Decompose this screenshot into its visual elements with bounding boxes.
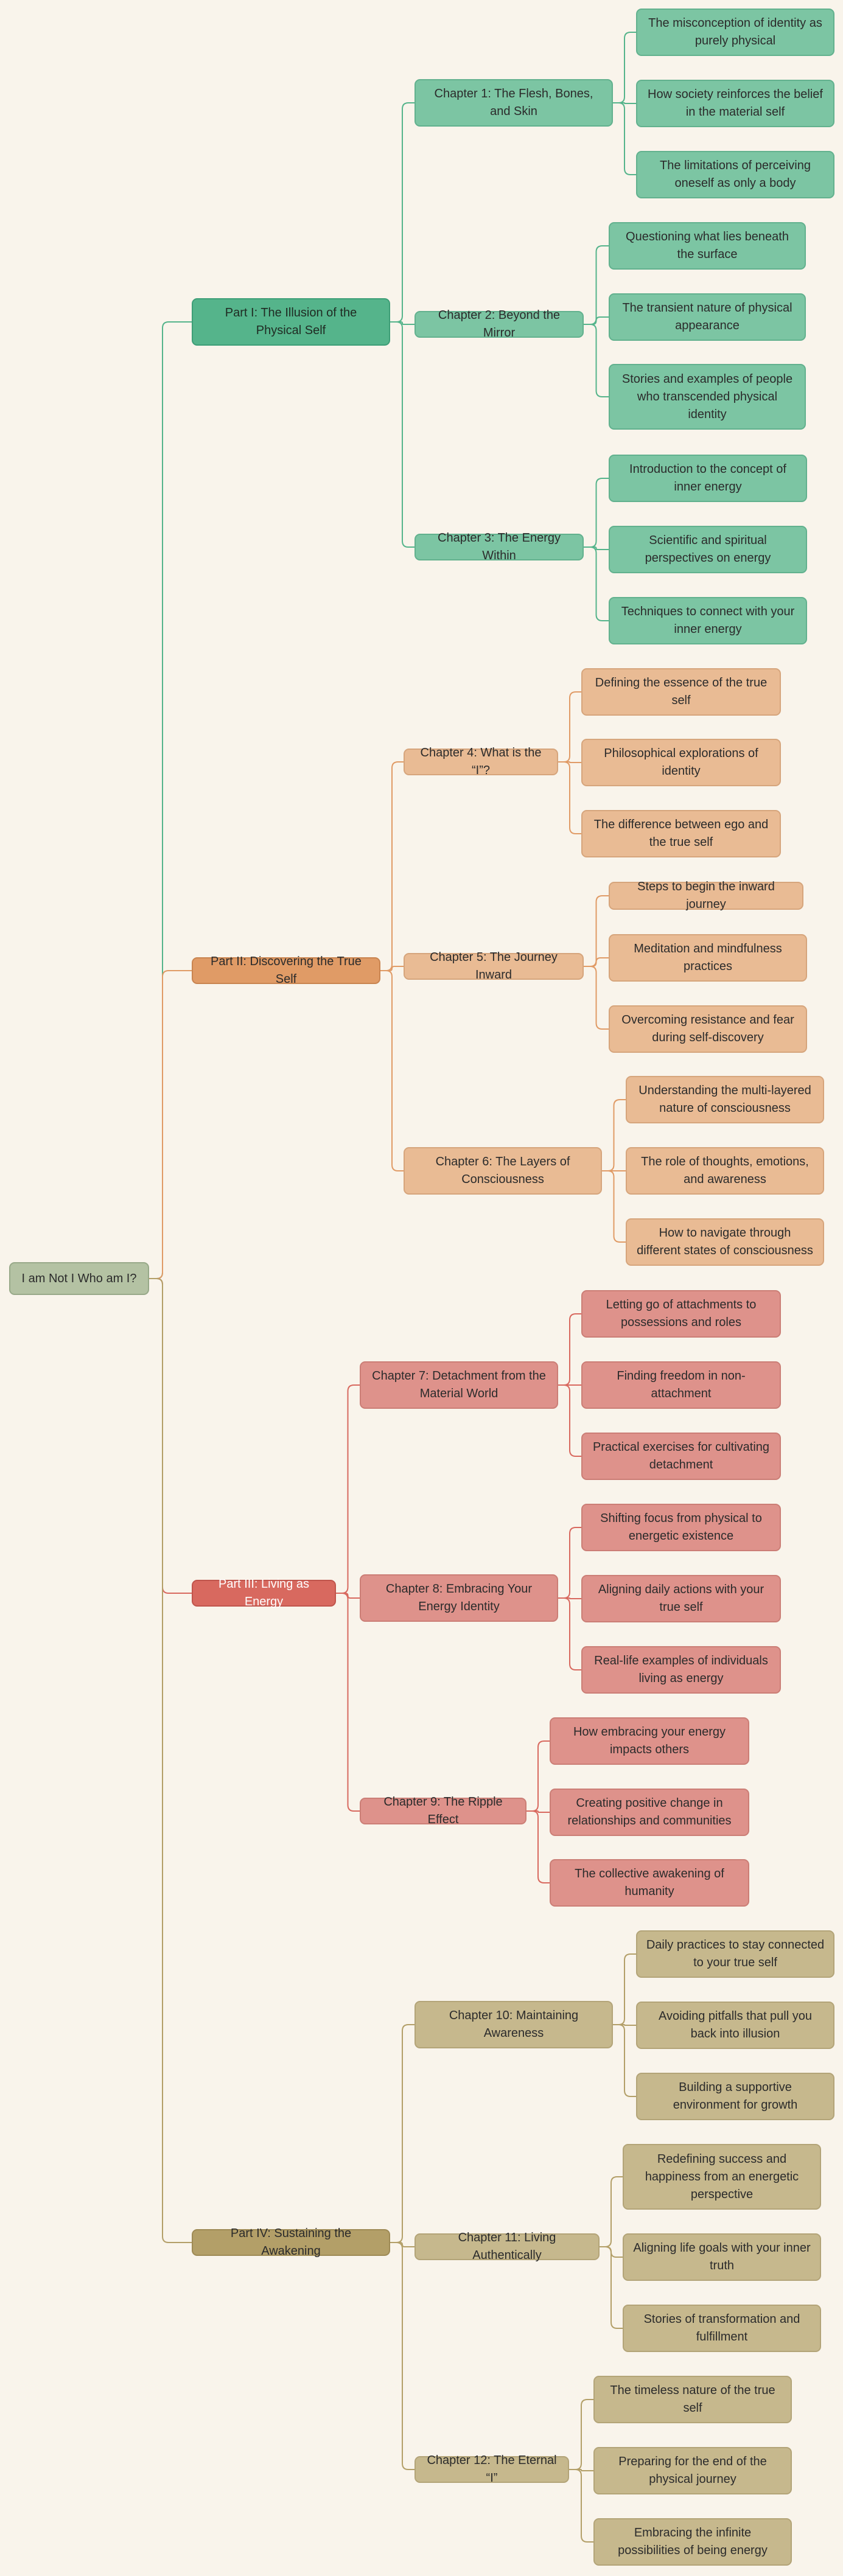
connector-topic-node-9-2 [526,1810,550,1813]
topic-node-10-3[interactable]: Building a supportive environment for gr… [636,2073,834,2120]
connector-topic-node-7-3 [558,1384,581,1457]
topic-node-4-2[interactable]: Philosophical explorations of identity [581,739,781,786]
chapter-node-8[interactable]: Chapter 8: Embracing Your Energy Identit… [360,1574,558,1622]
topic-node-7-2[interactable]: Finding freedom in non-attachment [581,1361,781,1409]
part-node-3[interactable]: Part III: Living as Energy [192,1577,336,1608]
connector-topic-node-3-3 [584,546,609,621]
connector-chapter-node-2 [390,321,415,325]
connector-topic-node-1-3 [613,102,636,175]
topic-node-4-1[interactable]: Defining the essence of the true self [581,668,781,716]
connector-chapter-node-8 [336,1593,360,1599]
topic-node-12-1[interactable]: The timeless nature of the true self [593,2376,792,2423]
connector-chapter-node-3 [390,321,415,548]
topic-node-8-2[interactable]: Aligning daily actions with your true se… [581,1575,781,1622]
connector-topic-node-5-3 [584,966,609,1030]
connector-topic-node-2-2 [584,316,609,325]
chapter-node-10[interactable]: Chapter 10: Maintaining Awareness [415,2001,613,2048]
chapter-node-5[interactable]: Chapter 5: The Journey Inward [404,951,584,982]
chapter-node-2[interactable]: Chapter 2: Beyond the Mirror [415,309,584,340]
connector-topic-node-12-3 [569,2469,593,2543]
topic-node-6-2[interactable]: The role of thoughts, emotions, and awar… [626,1147,824,1195]
topic-node-6-3[interactable]: How to navigate through different states… [626,1218,824,1266]
connector-topic-node-12-2 [569,2469,593,2471]
connector-topic-node-9-3 [526,1810,550,1883]
connector-chapter-node-12 [390,2242,415,2470]
connector-topic-node-8-2 [558,1597,581,1599]
topic-node-1-2[interactable]: How society reinforces the belief in the… [636,80,834,127]
topic-node-1-3[interactable]: The limitations of perceiving oneself as… [636,151,834,198]
connector-topic-node-8-3 [558,1597,581,1670]
connector-topic-node-4-3 [558,761,581,834]
chapter-node-12[interactable]: Chapter 12: The Eternal “I” [415,2454,569,2485]
connector-topic-node-4-2 [558,761,581,763]
connector-part-node-2 [149,970,192,1279]
part-node-4[interactable]: Part IV: Sustaining the Awakening [192,2227,390,2258]
part-node-2[interactable]: Part II: Discovering the True Self [192,955,380,986]
chapter-node-3[interactable]: Chapter 3: The Energy Within [415,531,584,562]
topic-node-6-1[interactable]: Understanding the multi-layered nature o… [626,1076,824,1123]
topic-node-11-2[interactable]: Aligning life goals with your inner trut… [623,2233,821,2281]
root-node[interactable]: I am Not I Who am I? [9,1262,149,1295]
topic-node-9-2[interactable]: Creating positive change in relationship… [550,1789,749,1836]
topic-node-11-1[interactable]: Redefining success and happiness from an… [623,2144,821,2210]
topic-node-5-2[interactable]: Meditation and mindfulness practices [609,934,807,982]
connector-topic-node-6-3 [602,1170,626,1243]
connector-chapter-node-5 [380,966,404,971]
topic-node-4-3[interactable]: The difference between ego and the true … [581,810,781,857]
topic-node-5-1[interactable]: Steps to begin the inward journey [609,880,803,911]
chapter-node-6[interactable]: Chapter 6: The Layers of Consciousness [404,1147,602,1195]
connector-topic-node-2-3 [584,324,609,397]
topic-node-3-1[interactable]: Introduction to the concept of inner ene… [609,455,807,502]
topic-node-8-3[interactable]: Real-life examples of individuals living… [581,1646,781,1694]
chapter-node-1[interactable]: Chapter 1: The Flesh, Bones, and Skin [415,79,613,127]
connector-chapter-node-11 [390,2242,415,2247]
connector-topic-node-5-2 [584,957,609,967]
chapter-node-4[interactable]: Chapter 4: What is the “I”? [404,746,558,777]
topic-node-11-3[interactable]: Stories of transformation and fulfillmen… [623,2305,821,2352]
topic-node-2-1[interactable]: Questioning what lies beneath the surfac… [609,222,806,270]
connector-part-node-4 [149,1278,192,2243]
topic-node-10-1[interactable]: Daily practices to stay connected to you… [636,1930,834,1978]
topic-node-10-2[interactable]: Avoiding pitfalls that pull you back int… [636,2002,834,2049]
topic-node-9-3[interactable]: The collective awakening of humanity [550,1859,749,1907]
connector-topic-node-3-2 [584,546,609,550]
topic-node-7-1[interactable]: Letting go of attachments to possessions… [581,1290,781,1338]
chapter-node-11[interactable]: Chapter 11: Living Authentically [415,2231,600,2262]
topic-node-2-2[interactable]: The transient nature of physical appeara… [609,293,806,341]
topic-node-1-1[interactable]: The misconception of identity as purely … [636,9,834,56]
topic-node-2-3[interactable]: Stories and examples of people who trans… [609,364,806,430]
topic-node-8-1[interactable]: Shifting focus from physical to energeti… [581,1504,781,1551]
chapter-node-9[interactable]: Chapter 9: The Ripple Effect [360,1795,526,1826]
topic-node-3-2[interactable]: Scientific and spiritual perspectives on… [609,526,807,573]
part-node-1[interactable]: Part I: The Illusion of the Physical Sel… [192,298,390,346]
chapter-node-7[interactable]: Chapter 7: Detachment from the Material … [360,1361,558,1409]
topic-node-7-3[interactable]: Practical exercises for cultivating deta… [581,1433,781,1480]
topic-node-9-1[interactable]: How embracing your energy impacts others [550,1717,749,1765]
topic-node-5-3[interactable]: Overcoming resistance and fear during se… [609,1005,807,1053]
connector-topic-node-10-3 [613,2024,636,2097]
topic-node-12-3[interactable]: Embracing the infinite possibilities of … [593,2518,792,2566]
topic-node-3-3[interactable]: Techniques to connect with your inner en… [609,597,807,644]
connector-chapter-node-9 [336,1593,360,1812]
topic-node-12-2[interactable]: Preparing for the end of the physical jo… [593,2447,792,2494]
connector-chapter-node-6 [380,970,404,1171]
connector-topic-node-11-3 [600,2246,623,2329]
